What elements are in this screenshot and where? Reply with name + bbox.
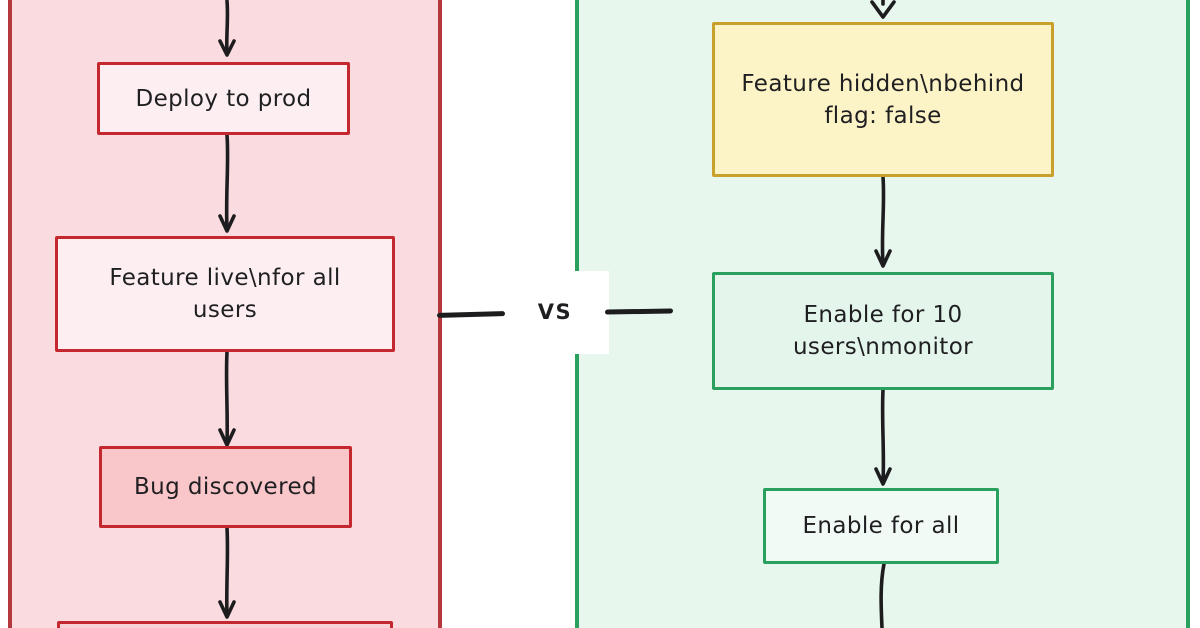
arrow-down-icon: [218, 0, 236, 57]
node-enable-for-all: Enable for all: [763, 488, 999, 564]
node-bug-discovered: Bug discovered: [99, 446, 352, 528]
node-label-line: Feature hidden\nbehind: [741, 70, 1025, 97]
node-label-line: Feature live\nfor all: [109, 265, 341, 291]
node-label-line: Bug discovered: [133, 474, 318, 500]
vs-label: VS: [537, 300, 573, 324]
arrow-down-icon: [218, 134, 236, 233]
node-cut-off-bottom: [57, 621, 393, 628]
node-label-line: users\nmonitor: [792, 334, 974, 360]
node-label-line: flag: false: [824, 102, 942, 129]
arrow-down-icon: [874, 390, 892, 486]
node-feature-hidden-behind-flag: Feature hidden\nbehind flag: false: [712, 22, 1054, 177]
node-label-line: Deploy to prod: [135, 85, 312, 112]
connector-line: [879, 564, 886, 628]
node-enable-for-10-users-monitor: Enable for 10 users\nmonitor: [712, 272, 1054, 390]
arrow-down-icon: [218, 352, 236, 447]
node-label-line: Enable for all: [802, 513, 960, 539]
arrow-down-icon: [874, 177, 892, 268]
node-feature-live-for-all-users: Feature live\nfor all users: [55, 236, 395, 352]
vs-background-patch: [557, 271, 609, 354]
node-label-line: users: [192, 297, 258, 323]
node-deploy-to-prod: Deploy to prod: [97, 62, 350, 135]
node-label-line: Enable for 10: [803, 302, 963, 328]
arrow-down-icon: [218, 528, 236, 619]
vs-dash-left: [436, 311, 506, 318]
arrow-down-icon: [870, 0, 896, 19]
